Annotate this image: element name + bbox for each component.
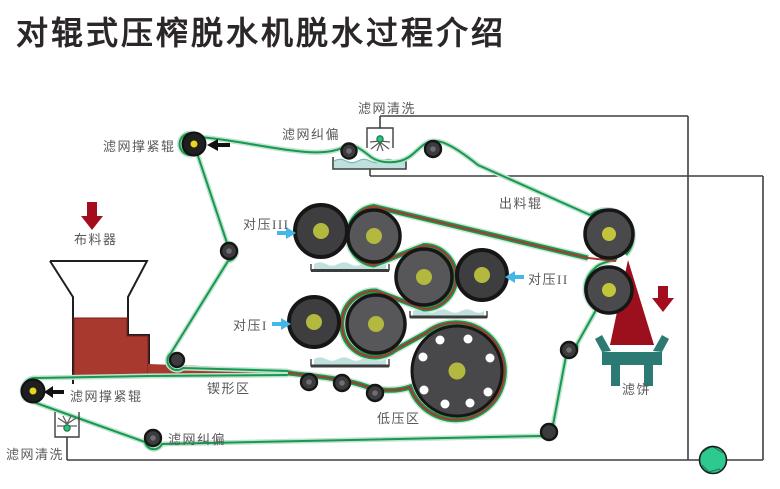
discharge-roller-bottom — [584, 265, 634, 315]
tension-roller-top — [181, 131, 207, 157]
label-filter-cake: 滤饼 — [622, 382, 652, 397]
label-distributor: 布料器 — [74, 232, 118, 247]
label-filter-align-top: 滤网纠偏 — [282, 127, 341, 142]
press1-pressure-roller — [287, 295, 341, 349]
label-low-pressure-zone: 低压区 — [377, 411, 421, 426]
press3-arrow-icon — [277, 227, 296, 239]
filter-cake-stream — [610, 260, 654, 345]
filter-cake-cart — [595, 335, 669, 386]
tension-roller-bottom — [20, 378, 46, 404]
press3-pressure-roller — [293, 203, 349, 259]
label-filter-align-bottom: 滤网纠偏 — [168, 432, 227, 447]
feed-arrow-icon — [81, 202, 103, 230]
label-press1: 对压I — [233, 318, 268, 333]
label-tension-roller-bottom: 滤网撑紧辊 — [70, 389, 143, 404]
press2-arrow-icon — [505, 271, 524, 283]
low-pressure-drum — [410, 324, 504, 418]
label-press2: 对压II — [528, 272, 569, 287]
press2-belt-roller — [394, 247, 454, 307]
spray-nozzle-bottom — [54, 412, 80, 438]
guide-rollers — [143, 139, 579, 448]
page-title: 对辊式压榨脱水机脱水过程介绍 — [16, 15, 507, 51]
spray-nozzle-top — [366, 127, 394, 152]
discharge-arrow-icon — [652, 286, 674, 312]
label-wedge-zone: 锲形区 — [207, 381, 251, 396]
press-serpentine-belt — [287, 202, 617, 424]
label-filter-wash-bottom: 滤网清洗 — [6, 447, 65, 462]
press1-arrow-icon — [272, 318, 291, 330]
green-ball-icon — [698, 445, 728, 475]
label-discharge-roller: 出料辊 — [499, 196, 543, 211]
tension-top-arrow-icon — [207, 139, 230, 151]
tension-bottom-arrow-icon — [44, 386, 64, 398]
label-tension-roller-top: 滤网撑紧辊 — [103, 139, 176, 154]
rollers — [20, 131, 635, 448]
distributor-hopper — [49, 260, 150, 384]
press3-belt-roller — [346, 208, 402, 264]
label-filter-wash-top: 滤网清洗 — [358, 101, 417, 116]
discharge-roller-top — [583, 208, 635, 260]
label-press3: 对压III — [243, 217, 290, 232]
press1-belt-roller — [345, 293, 407, 355]
press2-pressure-roller — [455, 248, 509, 302]
drip-tray-press2 — [409, 309, 488, 319]
